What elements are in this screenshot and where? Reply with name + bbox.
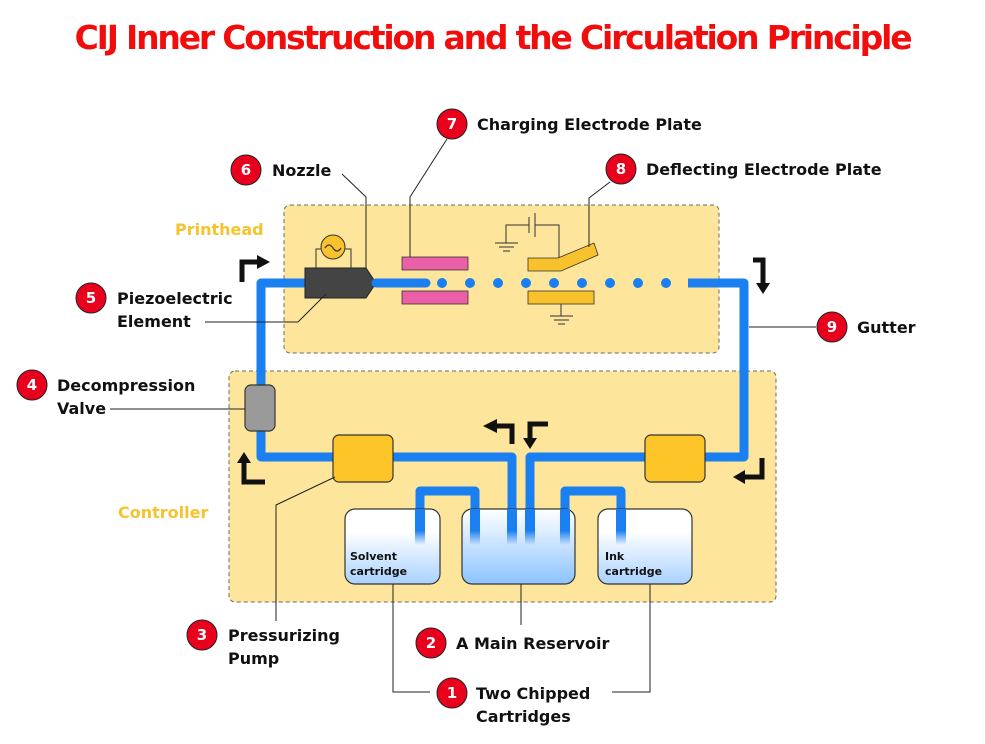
- solvent-cartridge-label-2: cartridge: [350, 565, 407, 578]
- svg-text:8: 8: [616, 160, 626, 178]
- svg-text:4: 4: [27, 376, 37, 394]
- svg-text:Two Chipped: Two Chipped: [476, 684, 590, 703]
- nozzle: [304, 234, 377, 299]
- main-reservoir: [461, 508, 576, 585]
- charging-electrode-top: [401, 256, 469, 271]
- svg-text:A Main Reservoir: A Main Reservoir: [456, 634, 609, 653]
- decompression-valve: [244, 384, 276, 432]
- callout-6: 6 Nozzle: [230, 154, 331, 186]
- callout-3: 3 Pressurizing Pump: [186, 619, 340, 668]
- svg-text:Valve: Valve: [57, 399, 106, 418]
- callout-badge: [75, 282, 107, 314]
- return-pump: [644, 434, 706, 483]
- svg-text:2: 2: [426, 634, 436, 652]
- svg-text:Piezoelectric: Piezoelectric: [117, 289, 233, 308]
- ground-icon: [495, 242, 518, 252]
- svg-text:1: 1: [447, 684, 457, 702]
- svg-text:7: 7: [447, 115, 457, 133]
- solvent-cartridge-label-1: Solvent: [350, 550, 397, 563]
- leader-lines: [110, 138, 816, 693]
- section-label-printhead: Printhead: [175, 220, 264, 239]
- charging-electrode-bottom: [401, 290, 469, 305]
- svg-text:Nozzle: Nozzle: [272, 161, 331, 180]
- flow-arrows: [239, 257, 766, 485]
- callout-2: 2 A Main Reservoir: [415, 627, 609, 659]
- callout-8: 8 Deflecting Electrode Plate: [605, 153, 882, 185]
- callout-7: 7 Charging Electrode Plate: [436, 108, 702, 140]
- svg-text:6: 6: [241, 161, 251, 179]
- callout-badge: [816, 311, 848, 343]
- callout-badge: [230, 154, 262, 186]
- arrow-heads: [237, 255, 770, 484]
- svg-text:3: 3: [197, 626, 207, 644]
- svg-text:9: 9: [827, 318, 837, 336]
- svg-text:Decompression: Decompression: [57, 376, 195, 395]
- svg-text:Element: Element: [117, 312, 191, 331]
- svg-text:Deflecting Electrode Plate: Deflecting Electrode Plate: [646, 160, 882, 179]
- ground-icon: [550, 304, 573, 325]
- ink-cartridge-label-2: cartridge: [605, 565, 662, 578]
- svg-text:Gutter: Gutter: [857, 318, 916, 337]
- callout-9: 9 Gutter: [816, 311, 916, 343]
- svg-text:Pressurizing: Pressurizing: [228, 626, 340, 645]
- ink-pipe: [256, 278, 749, 525]
- callout-badge: [605, 153, 637, 185]
- svg-text:5: 5: [86, 289, 96, 307]
- callout-badge: [436, 108, 468, 140]
- ink-droplets: [437, 278, 671, 288]
- high-voltage-source-icon: [505, 213, 560, 258]
- diagram-title: CIJ Inner Construction and the Circulati…: [74, 18, 913, 57]
- pressurizing-pump: [332, 434, 394, 483]
- section-label-controller: Controller: [118, 503, 208, 522]
- svg-text:Pump: Pump: [228, 649, 279, 668]
- ink-cartridge-label-1: Ink: [605, 550, 625, 563]
- svg-text:Cartridges: Cartridges: [476, 707, 571, 726]
- callout-badge: [415, 627, 447, 659]
- callout-1: 1 Two Chipped Cartridges: [436, 677, 590, 726]
- callout-5: 5 Piezoelectric Element: [75, 282, 233, 331]
- callout-badge: [186, 619, 218, 651]
- deflecting-electrode-top: [527, 242, 599, 272]
- svg-text:Charging Electrode Plate: Charging Electrode Plate: [477, 115, 702, 134]
- callout-badge: [16, 369, 48, 401]
- callout-badge: [436, 677, 468, 709]
- deflecting-electrode-bottom: [527, 290, 595, 305]
- callout-4: 4 Decompression Valve: [16, 369, 195, 418]
- pipe-inlets: [415, 509, 626, 545]
